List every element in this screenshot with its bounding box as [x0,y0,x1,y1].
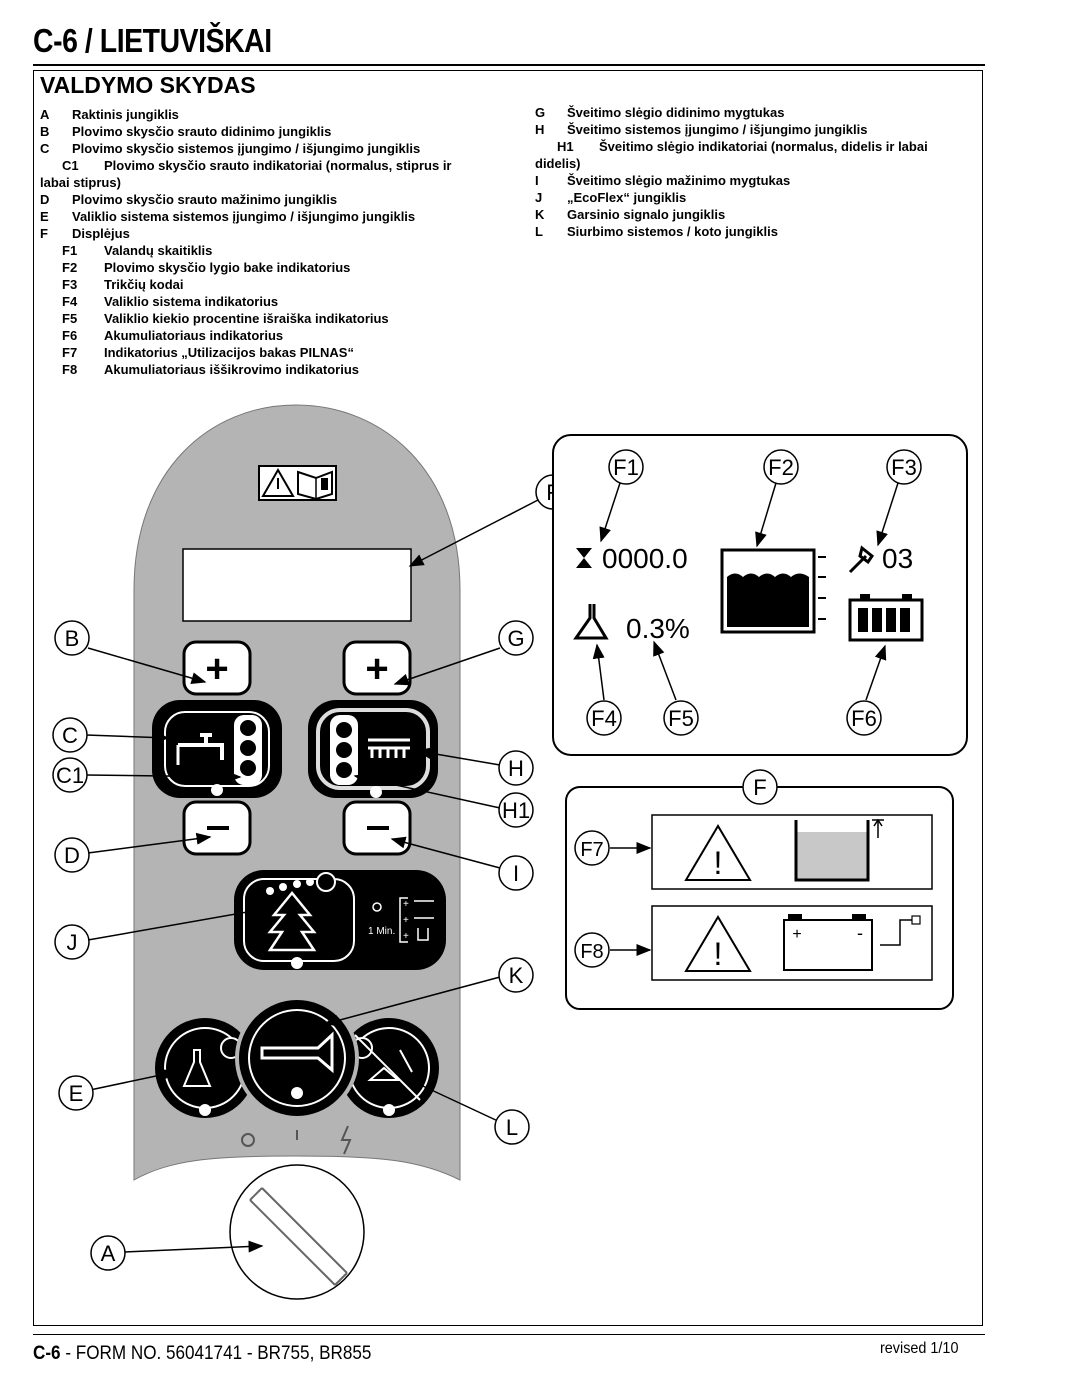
legend-item: J„EcoFlex“ jungiklis [535,190,687,205]
svg-text:F: F [753,775,766,800]
section-title: VALDYMO SKYDAS [40,72,256,98]
legend-item-cont: didelis) [535,156,581,171]
panel-display-window [182,548,412,622]
svg-text:+: + [205,647,228,691]
svg-text:F2: F2 [768,455,794,480]
solution-button-group: + [152,640,282,856]
svg-text:L: L [506,1115,518,1140]
content-frame [33,70,983,1326]
legend-item-cont: labai stiprus) [40,175,121,190]
svg-text:K: K [509,963,524,988]
svg-text:!: ! [714,936,723,972]
svg-text:+: + [403,899,409,910]
svg-text:J: J [67,930,78,955]
svg-text:B: B [65,626,80,651]
svg-text:F8: F8 [580,941,603,963]
svg-text:A: A [101,1241,116,1266]
svg-text:F1: F1 [613,455,639,480]
svg-text:+: + [403,915,409,926]
page-title: C-6 / LIETUVIŠKAI [33,22,272,59]
footer-revised: revised 1/10 [880,1340,959,1357]
svg-text:+: + [365,647,388,691]
svg-text:H: H [508,756,524,781]
svg-text:+: + [792,926,801,943]
warning-indicators-box: F F7 F8 ! ! + - [565,769,954,1010]
svg-text:!: ! [714,845,723,881]
svg-text:I: I [513,861,519,886]
svg-text:E: E [69,1081,84,1106]
svg-text:03: 03 [882,543,913,574]
lamp-icon [241,1133,255,1147]
svg-text:C: C [62,723,78,748]
svg-text:1 Min.: 1 Min. [368,926,395,937]
svg-text:F7: F7 [580,839,603,861]
svg-text:+: + [403,931,409,942]
key-switch [229,1164,365,1300]
scrub-button-group: + [308,640,438,856]
svg-text:0000.0: 0000.0 [602,543,688,574]
svg-text:F3: F3 [891,455,917,480]
ecoflex-panel: 1 Min. + + + [234,870,446,970]
footer-form: C-6 - FORM NO. 56041741 - BR755, BR855 [33,1343,372,1364]
footer-rule [33,1334,985,1335]
svg-text:D: D [64,843,80,868]
title-rule [33,64,985,66]
svg-text:H1: H1 [502,798,530,823]
bottom-switch-group [155,996,439,1120]
svg-text:C1: C1 [56,763,84,788]
svg-text:F6: F6 [851,706,877,731]
svg-text:F4: F4 [591,706,617,731]
lightning-icon [340,1125,352,1155]
warning-manual-icon [258,465,337,501]
svg-text:F5: F5 [668,706,694,731]
svg-text:0.3%: 0.3% [626,613,690,644]
svg-text:-: - [857,923,863,943]
svg-text:G: G [507,626,524,651]
callout-labels: B C C1 D J E A G H H1 I K L F [56,480,560,1266]
display-detail: F1 F2 F3 F4 F5 F6 0000.0 0.3% 03 [552,434,968,756]
callout-arrows [85,499,539,1253]
